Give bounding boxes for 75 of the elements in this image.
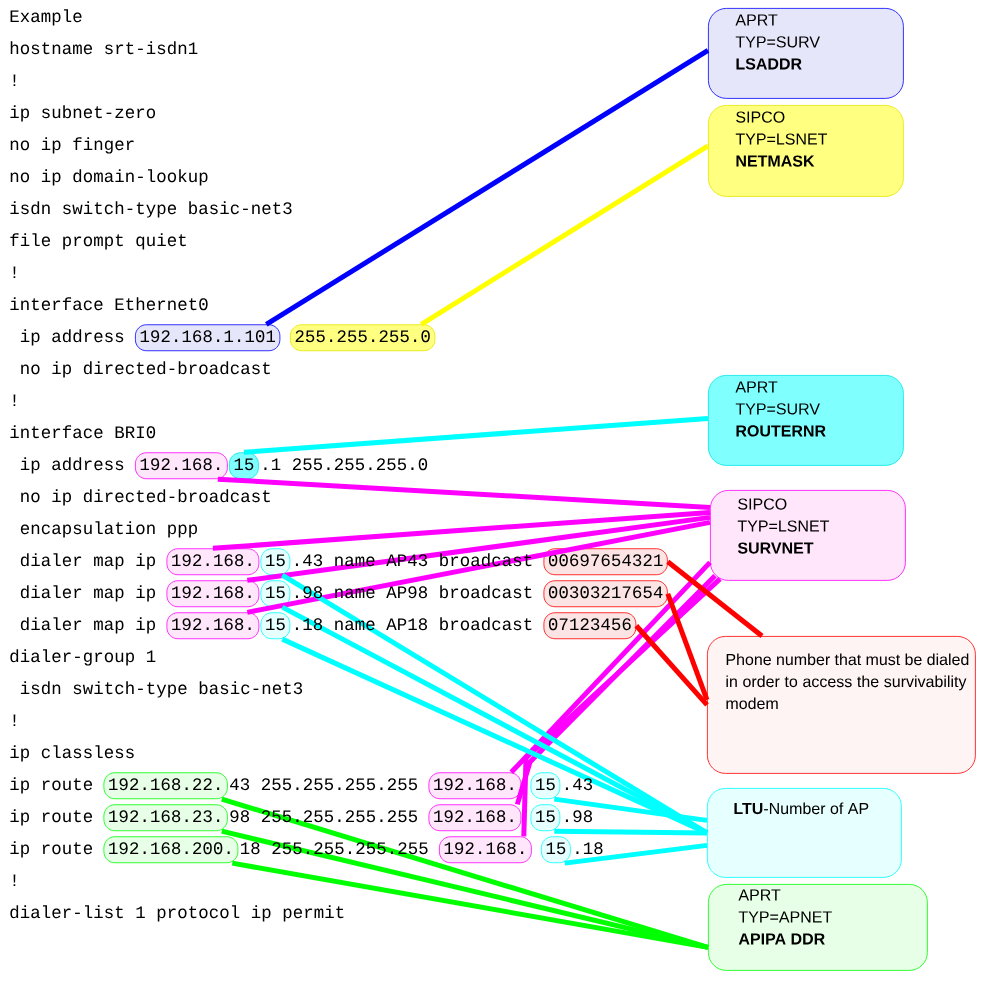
config-text: no ip finger bbox=[10, 137, 134, 154]
highlighted-value: 192.168.200. bbox=[103, 836, 239, 864]
highlighted-value: 192.168.1.101 bbox=[135, 324, 281, 352]
leader-line bbox=[564, 842, 708, 866]
config-text: ip route bbox=[10, 777, 93, 794]
config-text: no ip directed-broadcast bbox=[21, 489, 270, 506]
leader-line bbox=[243, 415, 709, 455]
config-text: ip classless bbox=[10, 745, 134, 762]
annotation-box: SIPCO TYP=LSNET NETMASK bbox=[708, 105, 904, 197]
leader-line bbox=[665, 592, 710, 701]
highlighted-value: 192.168. bbox=[166, 548, 260, 576]
highlighted-value: 192.168.23. bbox=[103, 804, 228, 832]
annotation-box: SIPCO TYP=LSNET SURVNET bbox=[710, 490, 906, 581]
highlighted-value: 15 bbox=[229, 452, 259, 480]
highlighted-value: 15 bbox=[530, 804, 561, 832]
config-text: .1 255.255.255.0 bbox=[264, 458, 428, 471]
config-text: dialer map ip bbox=[20, 553, 155, 570]
highlighted-value: 192.168. bbox=[135, 452, 228, 480]
highlighted-value: 192.168. bbox=[428, 804, 522, 832]
highlighted-value: 15 bbox=[260, 548, 291, 576]
highlighted-value: 192.168. bbox=[439, 836, 532, 864]
config-text: no ip directed-broadcast bbox=[21, 361, 270, 378]
config-text: .18 bbox=[576, 842, 603, 855]
config-text: isdn switch-type basic-net3 bbox=[10, 201, 292, 218]
leader-line bbox=[419, 143, 710, 327]
config-text: ! bbox=[13, 266, 16, 278]
highlighted-value: 15 bbox=[260, 580, 291, 608]
annotation-box: APRT TYP=SURV ROUTERNR bbox=[708, 375, 904, 466]
leader-line bbox=[666, 559, 764, 638]
config-text: ! bbox=[13, 394, 16, 406]
config-text: dialer-group 1 bbox=[10, 649, 156, 666]
highlighted-value: 00697654321 bbox=[543, 548, 668, 576]
highlighted-value: 15 bbox=[541, 836, 571, 864]
config-text: dialer map ip bbox=[20, 617, 155, 634]
config-text: ip route bbox=[10, 841, 93, 858]
leader-line bbox=[231, 860, 709, 950]
config-text: .43 bbox=[565, 778, 593, 791]
leader-line bbox=[265, 48, 710, 327]
config-text: ip route bbox=[10, 809, 93, 826]
config-text: interface BRI0 bbox=[10, 425, 156, 439]
annotation-box: APRT TYP=SURV LSADDR bbox=[708, 8, 904, 99]
config-text: dialer map ip bbox=[20, 585, 155, 602]
config-text: encapsulation ppp bbox=[20, 521, 197, 538]
config-text: file prompt quiet bbox=[10, 233, 186, 250]
config-text: ! bbox=[13, 74, 16, 86]
config-text: interface Ethernet0 bbox=[10, 297, 208, 311]
config-text: no ip domain-lookup bbox=[10, 169, 208, 186]
leader-line bbox=[509, 560, 712, 775]
leader-line bbox=[246, 514, 711, 583]
config-text: hostname srt-isdn1 bbox=[10, 41, 198, 55]
highlighted-value: 192.168.22. bbox=[103, 772, 228, 800]
annotation-box: LTU-Number of AP bbox=[707, 788, 902, 878]
highlighted-value: 00303217654 bbox=[543, 580, 668, 608]
annotation-box: APRT TYP=APNET APIPA DDR bbox=[708, 884, 928, 971]
config-text: ! bbox=[13, 874, 16, 886]
config-text: dialer-list 1 protocol ip permit bbox=[10, 905, 344, 922]
config-text: Example bbox=[10, 9, 82, 26]
leader-line bbox=[212, 509, 711, 551]
highlighted-value: 192.168. bbox=[428, 772, 522, 800]
note-box: Phone number that must be dialed in order to access the survivability modem bbox=[707, 636, 976, 774]
highlighted-value: 255.255.255.0 bbox=[290, 324, 436, 352]
config-text: .98 bbox=[565, 810, 593, 823]
highlighted-value: 192.168. bbox=[166, 612, 260, 640]
highlighted-value: 15 bbox=[530, 772, 561, 800]
highlighted-value: 192.168. bbox=[166, 580, 260, 608]
config-text: isdn switch-type basic-net3 bbox=[20, 681, 303, 698]
leader-line bbox=[634, 624, 709, 707]
leader-line bbox=[514, 574, 717, 806]
leader-line bbox=[246, 519, 711, 615]
leader-line bbox=[217, 476, 711, 510]
highlighted-value: 15 bbox=[260, 612, 291, 640]
config-text: ip subnet-zero bbox=[10, 105, 156, 122]
config-text: ! bbox=[13, 714, 16, 726]
highlighted-value: 07123456 bbox=[543, 612, 637, 640]
config-text: 43 255.255.255.255 bbox=[230, 778, 418, 791]
